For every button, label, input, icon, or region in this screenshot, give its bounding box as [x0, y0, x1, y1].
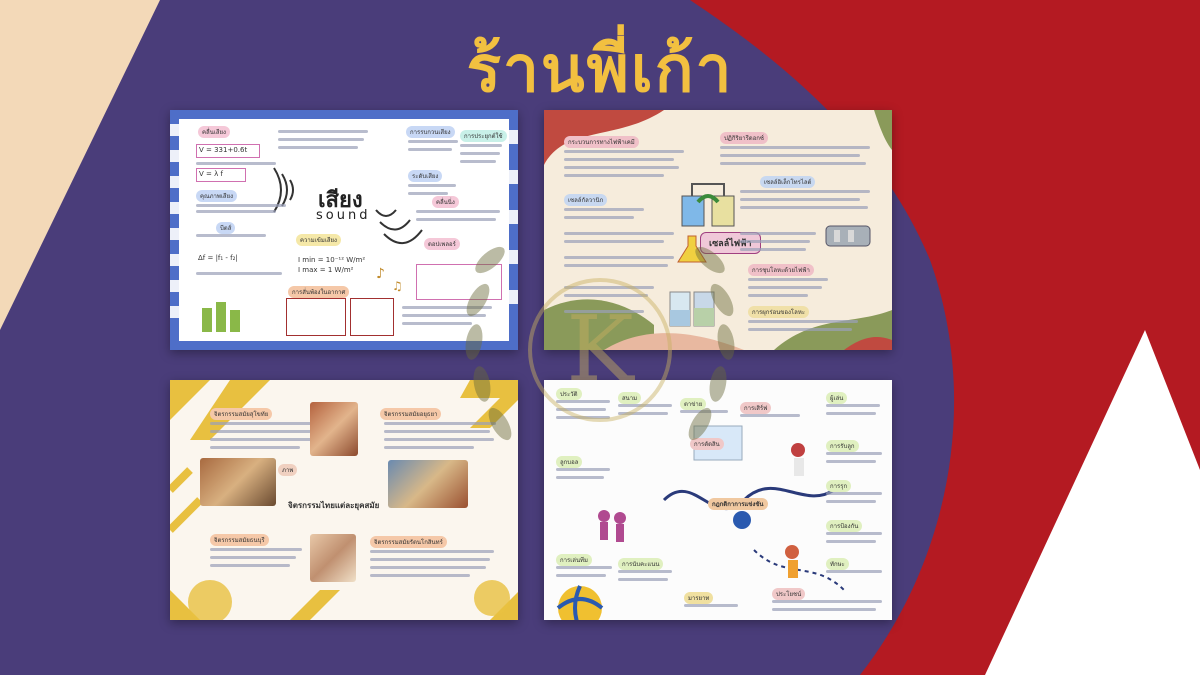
volleyball-center-label: กฎกติกาการแข่งขัน: [708, 498, 768, 510]
resonance-box-2: [350, 298, 394, 336]
sound-heading-en: sound: [316, 208, 371, 223]
formula-1: V = 331+0.6t: [199, 146, 248, 154]
mural-photo-3: [388, 460, 468, 508]
card-volleyball[interactable]: ประวัติ สนาม ตาข่าย การเสิร์ฟ ผู้เล่น กา…: [544, 380, 892, 620]
formula-box-2: [196, 168, 246, 182]
electrochem-cell-graphic: [681, 183, 735, 227]
card-sound[interactable]: ♪ ♫ คลื่นเสียง V = 331+0.6t V = λ f คุณภ…: [170, 110, 518, 350]
mural-photo-1: [310, 402, 358, 456]
card-thai-art[interactable]: จิตรกรรมสมัยสุโขทัย ภาพ จิตรกรรมสมัยอยุธ…: [170, 380, 518, 620]
svg-text:♪: ♪: [376, 266, 385, 282]
beaker-photo: [669, 291, 715, 327]
thai-art-banner: จิตรกรรมไทยแต่ละยุคสมัย: [288, 501, 380, 510]
formula-5: I max = 1 W/m²: [298, 266, 354, 274]
electrolysis-tank-graphic: [825, 225, 871, 247]
svg-text:♫: ♫: [392, 279, 403, 293]
doppler-box: [416, 264, 502, 300]
sound-heading-th: เสียง: [318, 188, 363, 213]
formula-3: Δf = |f₁ - f₂|: [198, 254, 238, 262]
card-electrochem[interactable]: กระบวนการทางไฟฟ้าเคมี เซลล์กัลวานิก เซลล…: [544, 110, 892, 350]
mural-photo-2: [200, 458, 276, 506]
page-title: ร้านพี่เก้า: [466, 33, 734, 107]
formula-4: I min = 10⁻¹² W/m²: [298, 256, 366, 264]
mural-photo-4: [310, 534, 356, 582]
flask-icon: [677, 235, 707, 263]
formula-2: V = λ f: [199, 170, 223, 178]
speaker-graphic: [202, 302, 240, 332]
white-triangle: [985, 330, 1200, 675]
cream-corner: [0, 0, 160, 330]
resonance-box-1: [286, 298, 346, 336]
formula-box-1: [196, 144, 260, 158]
